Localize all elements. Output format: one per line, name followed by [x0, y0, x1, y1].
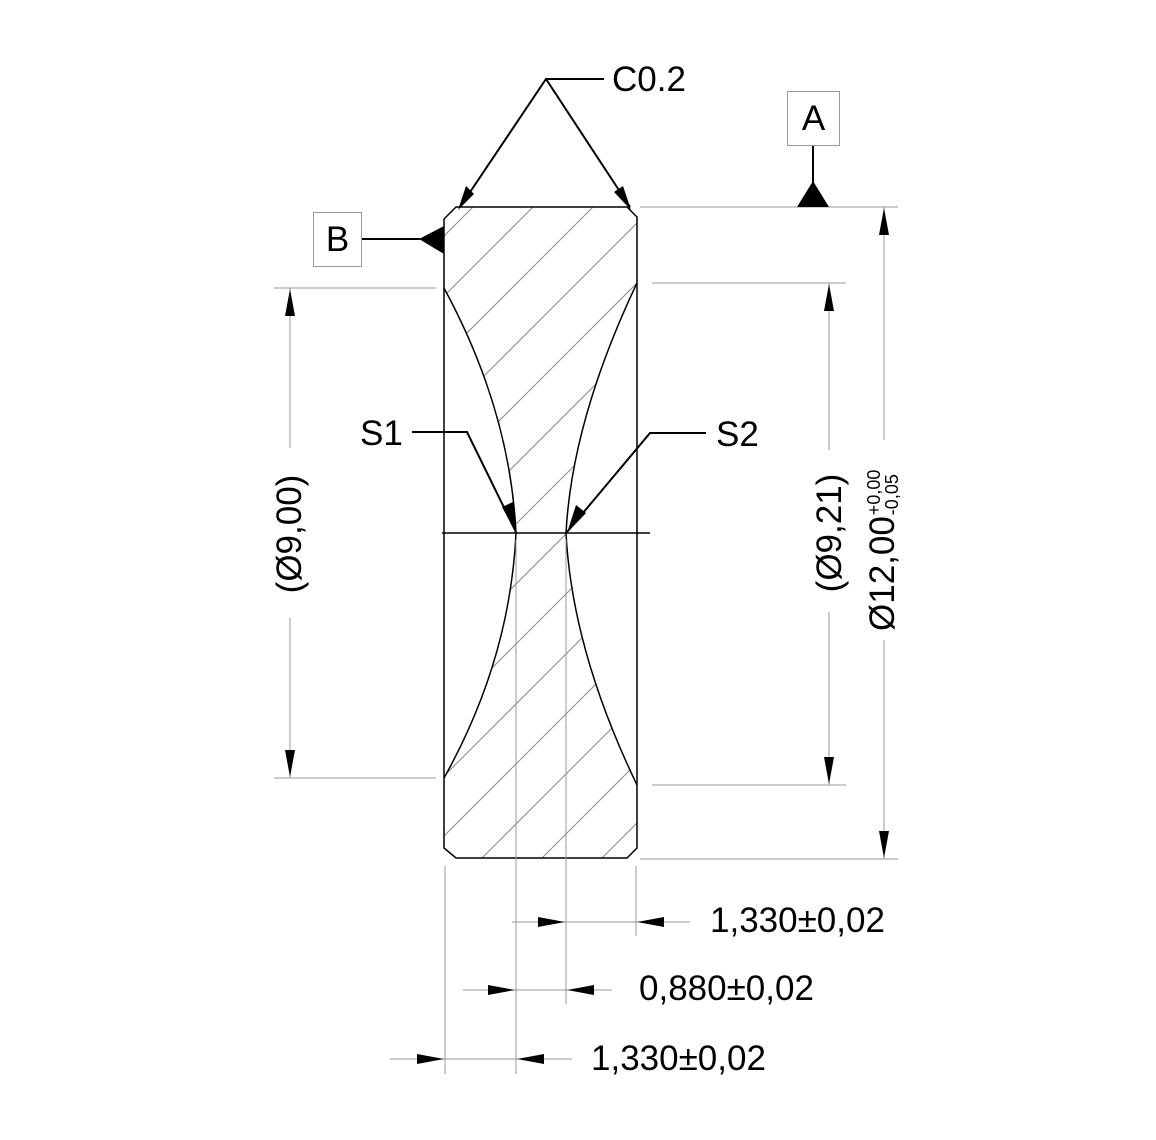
edge-thickness-left-dim: 1,330±0,02: [591, 1039, 766, 1078]
edge-thickness-right-dim: 1,330±0,02: [710, 901, 885, 940]
s1-arrow: [502, 502, 516, 533]
outer-diameter-dim: Ø12,00+0,00-0,05: [863, 441, 905, 631]
surface-s1-label: S1: [360, 414, 403, 453]
outer-diameter-nominal: Ø12,00: [863, 516, 902, 631]
clear-aperture-s1-dim: (Ø9,00): [270, 474, 309, 594]
datum-a-symbol: [797, 144, 829, 207]
center-thickness-dim: 0,880±0,02: [639, 969, 814, 1008]
clear-aperture-s2-dim: (Ø9,21): [810, 473, 849, 593]
datum-b-box: B: [313, 212, 362, 267]
extension-lines: [274, 206, 898, 1074]
s2-arrow: [567, 505, 586, 533]
part-outline: [442, 206, 650, 859]
surface-s2-label: S2: [716, 415, 759, 454]
datum-b-symbol: [361, 226, 444, 254]
dimension-arrows: [285, 208, 889, 1064]
lower-tolerance: -0,05: [882, 474, 902, 516]
datum-a-box: A: [787, 91, 840, 146]
surface-leaders: [412, 431, 706, 533]
chamfer-leader: [459, 78, 631, 208]
chamfer-arrow-left: [458, 186, 474, 210]
surface-s2-curve: [565, 282, 638, 786]
chamfer-label: C0.2: [612, 60, 686, 99]
outer-diameter-tolerance: +0,00-0,05: [864, 469, 902, 516]
chamfer-arrow-right: [614, 186, 631, 210]
upper-tolerance: +0,00: [864, 469, 884, 516]
